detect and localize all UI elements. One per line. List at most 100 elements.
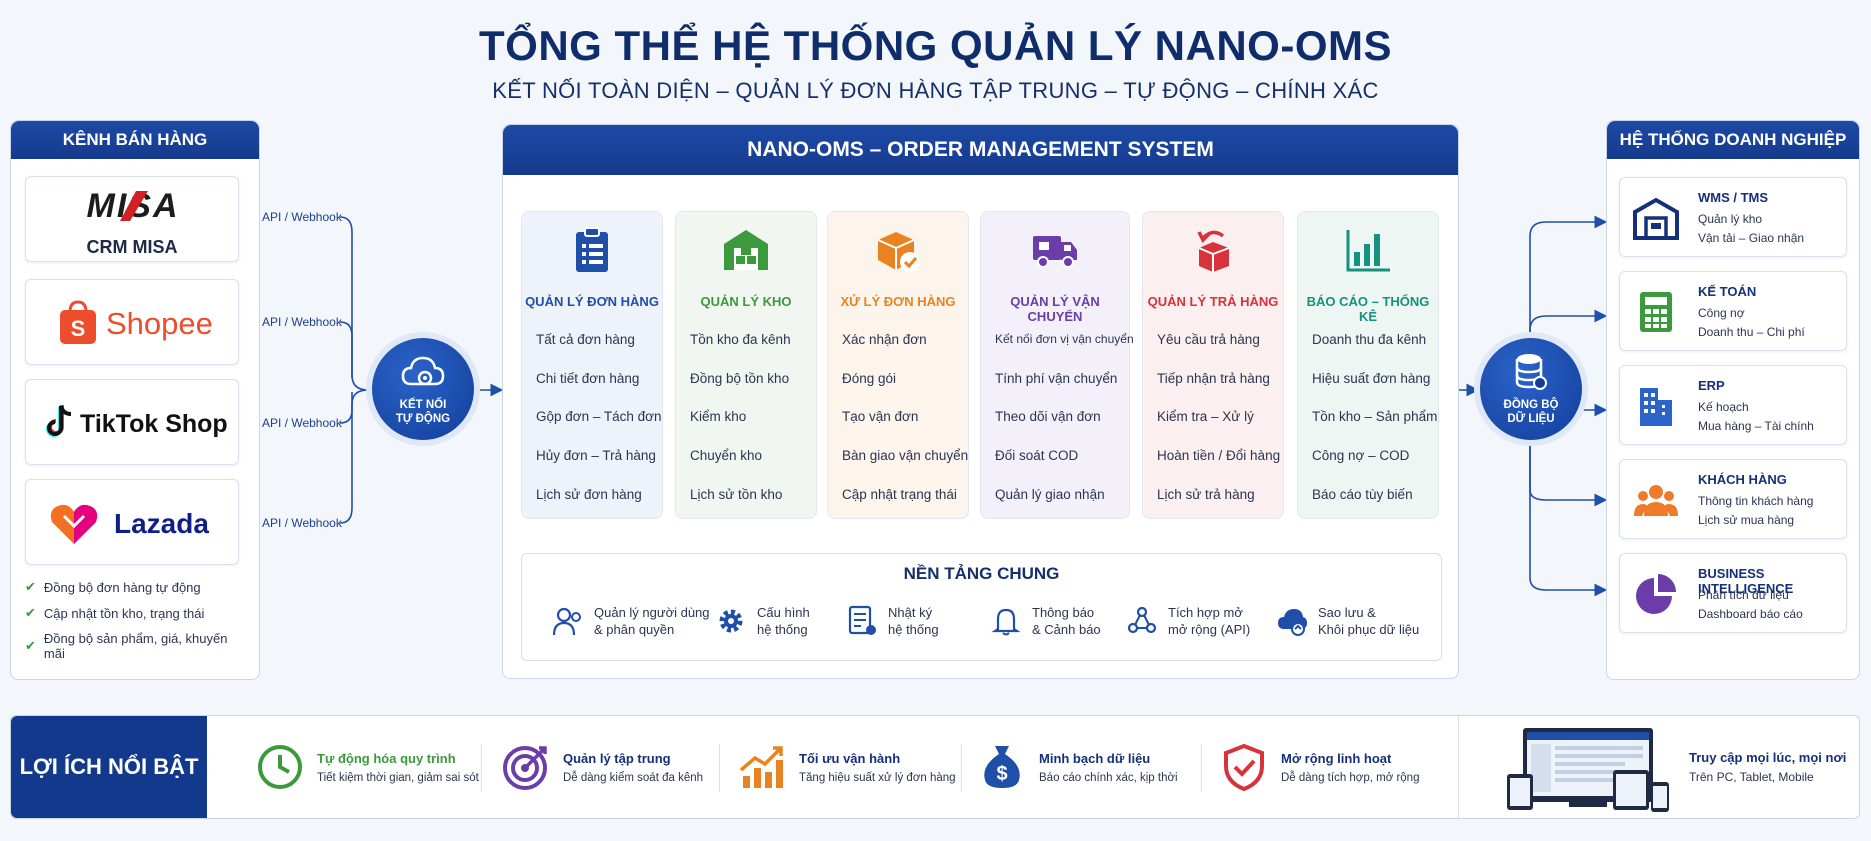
module-order-processing[interactable]: XỬ LÝ ĐƠN HÀNG Xác nhận đơn Đóng gói Tạo… (827, 211, 969, 519)
system-business-intelligence[interactable]: BUSINESS INTELLIGENCE Phân tích dữ liệu … (1619, 553, 1847, 633)
page-subtitle: KẾT NỐI TOÀN DIỆN – QUẢN LÝ ĐƠN HÀNG TẬP… (492, 78, 1379, 103)
module-item[interactable]: Quản lý giao nhận (995, 487, 1105, 502)
common-item-label: Tích hợp mở (1168, 605, 1243, 620)
bar-chart-icon (1346, 230, 1390, 272)
module-item[interactable]: Yêu cầu trả hàng (1157, 332, 1260, 347)
module-title: QUẢN LÝ TRẢ HÀNG (1147, 294, 1279, 309)
users-icon (552, 607, 581, 636)
lazada-heart-icon (50, 504, 98, 544)
system-erp[interactable]: ERP Kế hoạch Mua hàng – Tài chính (1619, 365, 1847, 445)
module-item[interactable]: Đóng gói (842, 371, 897, 386)
module-item[interactable]: Chuyển kho (690, 448, 763, 463)
data-sync-hub: ĐỒNG BỘ DỮ LIỆU (1480, 338, 1582, 440)
common-item-notifications[interactable]: Thông báo& Cảnh báo (990, 604, 1101, 638)
system-desc: Doanh thu – Chi phí (1698, 325, 1805, 339)
system-desc: Mua hàng – Tài chính (1698, 419, 1814, 433)
module-item[interactable]: Công nợ – COD (1312, 448, 1410, 463)
benefits-title: LỢI ÍCH NỔI BẬT (11, 716, 207, 818)
module-order-management[interactable]: QUẢN LÝ ĐƠN HÀNG Tất cả đơn hàng Chi tiế… (521, 211, 663, 519)
sync-label-line2: DỮ LIỆU (1507, 413, 1555, 425)
module-item[interactable]: Bàn giao vận chuyển (842, 448, 969, 463)
benefit-desc: Báo cáo chính xác, kịp thời (1039, 771, 1178, 784)
module-item[interactable]: Đối soát COD (995, 448, 1079, 463)
check-item: ✔Đồng bộ sản phẩm, giá, khuyến mãi (25, 631, 228, 661)
common-item-label: hệ thống (888, 622, 939, 637)
module-item[interactable]: Đồng bộ tồn kho (690, 371, 790, 386)
channel-name: CRM MISA (86, 237, 178, 257)
bell-icon (991, 608, 1021, 636)
module-item[interactable]: Gộp đơn – Tách đơn (536, 409, 662, 424)
module-item[interactable]: Tồn kho đa kênh (690, 332, 791, 347)
module-item[interactable]: Kiểm kho (690, 409, 747, 424)
module-item[interactable]: Tồn kho – Sản phẩm (1312, 409, 1438, 424)
hub-label-line1: KẾT NỐI (399, 399, 447, 411)
sales-channels-panel: KÊNH BÁN HÀNG MISA CRM MISA S Shopee Tik… (10, 120, 260, 680)
module-item[interactable]: Kết nối đơn vị vận chuyển (995, 332, 1134, 346)
module-returns[interactable]: QUẢN LÝ TRẢ HÀNG Yêu cầu trả hàng Tiếp n… (1142, 211, 1284, 519)
system-title: KẾ TOÁN (1698, 284, 1757, 299)
common-item-label: & Cảnh báo (1032, 622, 1101, 637)
module-item[interactable]: Cập nhật trạng thái (842, 487, 957, 502)
log-icon (848, 605, 876, 635)
lazada-logo-text: Lazada (114, 508, 209, 539)
channel-lazada[interactable]: Lazada (25, 479, 239, 565)
return-box-icon (1197, 230, 1230, 272)
module-item[interactable]: Tiếp nhận trả hàng (1157, 371, 1270, 386)
module-item[interactable]: Xác nhận đơn (842, 332, 927, 347)
api-webhook-label: API / Webhook (262, 210, 342, 224)
channel-crm-misa[interactable]: MISA CRM MISA (25, 176, 239, 262)
check-icon: ✔ (25, 579, 36, 594)
system-accounting[interactable]: KẾ TOÁN Công nợ Doanh thu – Chi phí (1619, 271, 1847, 351)
cloud-gear-icon (401, 356, 445, 386)
module-item[interactable]: Hiệu suất đơn hàng (1312, 371, 1431, 386)
module-item[interactable]: Tất cả đơn hàng (536, 332, 635, 347)
divider (961, 744, 962, 792)
devices-icon (1507, 728, 1669, 812)
calculator-icon (1640, 292, 1672, 332)
clipboard-icon (576, 227, 608, 272)
benefit-title: Mở rộng linh hoạt (1281, 750, 1392, 766)
module-item[interactable]: Báo cáo tùy biến (1312, 487, 1413, 502)
module-item[interactable]: Theo dõi vận đơn (995, 409, 1101, 424)
module-item[interactable]: Tính phí vận chuyển (995, 371, 1118, 386)
system-desc: Lịch sử mua hàng (1698, 513, 1795, 527)
module-shipping[interactable]: QUẢN LÝ VẬN CHUYỂN Kết nối đơn vị vận ch… (980, 211, 1134, 519)
tiktok-logo-text: TikTok Shop (80, 410, 228, 438)
channel-tiktok-shop[interactable]: TikTok Shop (25, 379, 239, 465)
check-icon: ✔ (25, 638, 36, 653)
common-platform-title: NỀN TẢNG CHUNG (903, 564, 1060, 583)
module-item[interactable]: Lịch sử đơn hàng (536, 487, 642, 502)
module-reports[interactable]: BÁO CÁO – THỐNG KÊ Doanh thu đa kênh Hiệ… (1297, 211, 1439, 519)
module-warehouse[interactable]: QUẢN LÝ KHO Tồn kho đa kênh Đồng bộ tồn … (675, 211, 817, 519)
customers-icon (1634, 485, 1678, 516)
module-title: QUẢN LÝ ĐƠN HÀNG (525, 294, 659, 309)
system-customers[interactable]: KHÁCH HÀNG Thông tin khách hàng Lịch sử … (1619, 459, 1847, 539)
auto-connect-hub: KẾT NỐI TỰ ĐỘNG (372, 338, 474, 440)
module-item[interactable]: Hủy đơn – Trả hàng (536, 448, 656, 463)
module-item[interactable]: Kiểm tra – Xử lý (1157, 409, 1254, 424)
system-desc: Thông tin khách hàng (1698, 494, 1814, 508)
common-item-label: & phân quyền (594, 622, 675, 637)
benefit-desc: Tăng hiệu suất xử lý đơn hàng (799, 771, 956, 784)
benefit-desc: Dễ dàng kiểm soát đa kênh (563, 771, 704, 784)
money-bag-icon: $ (984, 746, 1020, 788)
system-wms-tms[interactable]: WMS / TMS Quản lý kho Vận tải – Giao nhậ… (1619, 177, 1847, 257)
access-anywhere: Truy cập mọi lúc, mọi nơi Trên PC, Table… (1458, 716, 1860, 818)
module-item[interactable]: Doanh thu đa kênh (1312, 332, 1427, 347)
channel-shopee[interactable]: S Shopee (25, 279, 239, 365)
module-item[interactable]: Chi tiết đơn hàng (536, 371, 640, 386)
module-item[interactable]: Hoàn tiền / Đổi hàng (1157, 448, 1281, 463)
module-item[interactable]: Lịch sử trả hàng (1157, 487, 1255, 502)
system-desc: Dashboard báo cáo (1698, 607, 1803, 621)
module-item[interactable]: Tạo vận đơn (842, 409, 919, 424)
module-item[interactable]: Lịch sử tồn kho (690, 487, 783, 502)
common-item-backup[interactable]: Sao lưu &Khôi phục dữ liệu (1276, 604, 1419, 638)
misa-logo: MISA (87, 187, 178, 223)
common-item-users[interactable]: Quản lý người dùng& phân quyền (552, 604, 710, 638)
